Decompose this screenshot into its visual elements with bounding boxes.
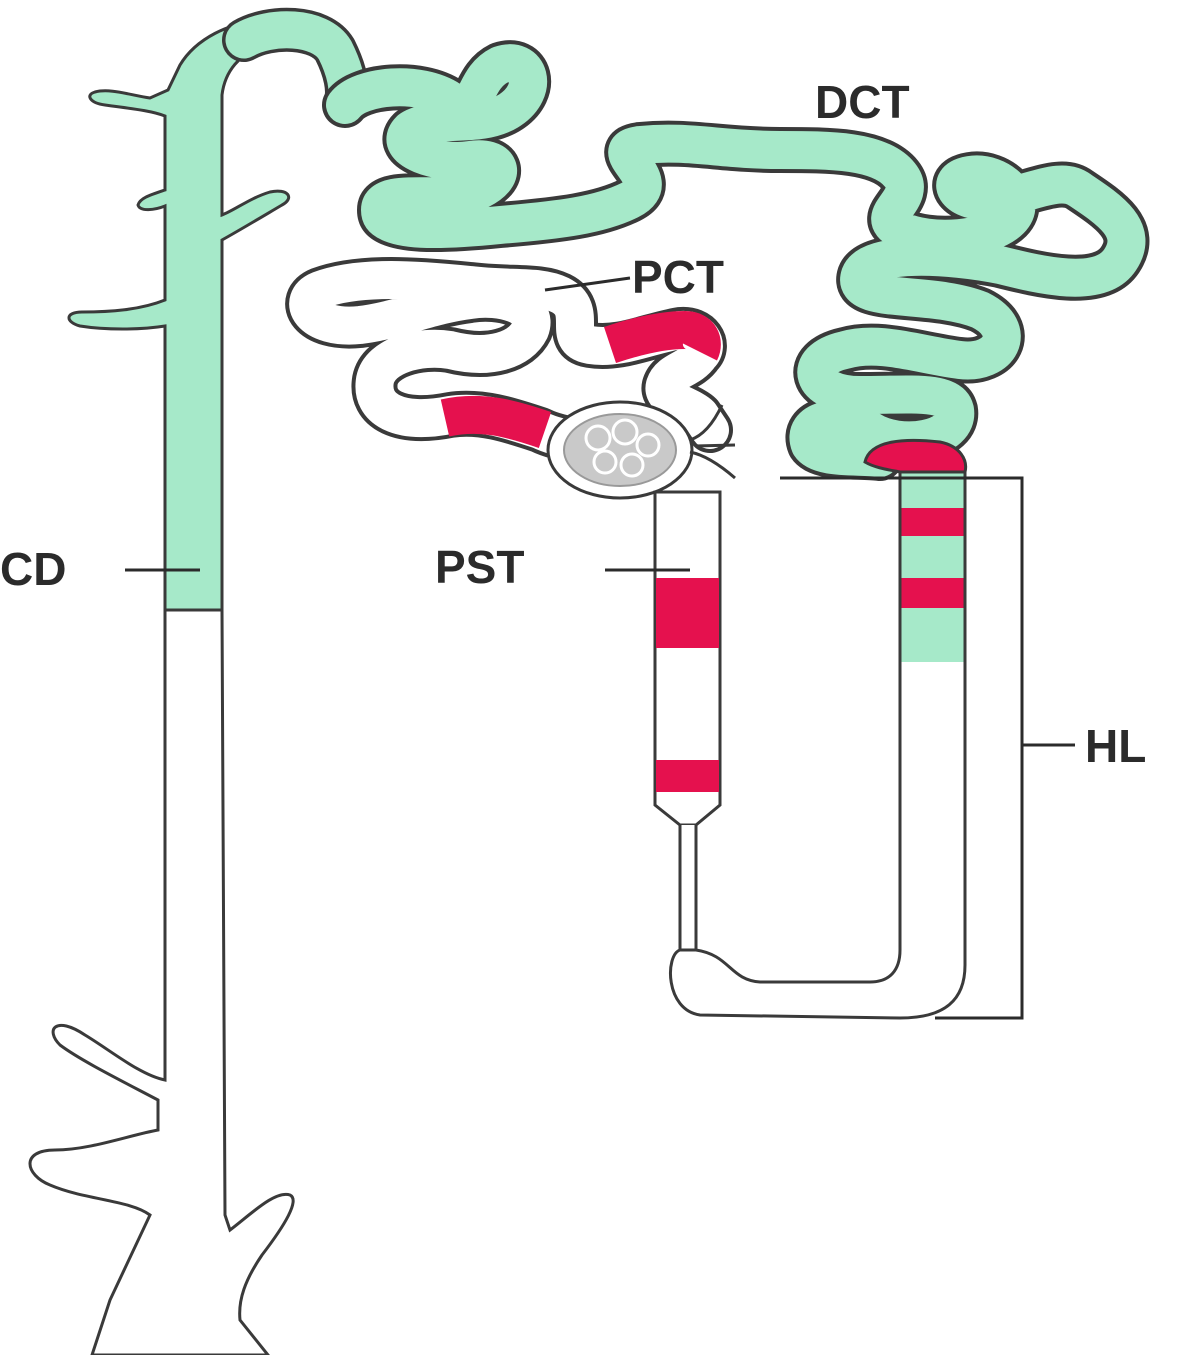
label-cd: CD xyxy=(0,543,66,595)
pst-red-band-1 xyxy=(656,578,719,648)
thin-descending-limb xyxy=(680,825,696,950)
pct-red-segment-lower xyxy=(445,415,545,430)
ascending-green xyxy=(901,472,964,662)
label-dct: DCT xyxy=(815,76,910,128)
label-pct: PCT xyxy=(632,251,724,303)
ascending-red-band-1 xyxy=(901,508,964,536)
loop-of-henle xyxy=(655,440,966,1018)
ascending-red-band-2 xyxy=(901,578,964,608)
collecting-duct-lower xyxy=(30,610,293,1355)
pst-red-band-2 xyxy=(656,760,719,792)
collecting-duct xyxy=(30,22,293,1355)
label-pst: PST xyxy=(435,541,524,593)
ascending-red-cap xyxy=(865,440,966,472)
collecting-duct-upper xyxy=(69,22,289,610)
label-hl: HL xyxy=(1085,720,1146,772)
